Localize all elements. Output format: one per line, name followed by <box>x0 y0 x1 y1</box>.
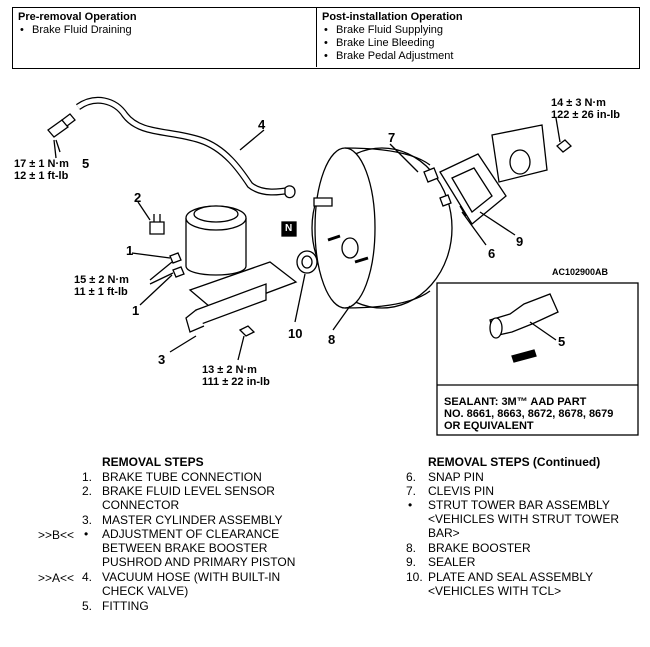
removal-step-number: • <box>408 498 413 512</box>
removal-step-marker: >>B<< <box>38 528 75 542</box>
figure-code: AC102900AB <box>552 267 609 277</box>
post-installation-item: •Brake Fluid Supplying <box>324 24 444 36</box>
removal-step-text: ADJUSTMENT OF CLEARANCE <box>102 527 280 541</box>
callout-9: 9 <box>516 234 524 249</box>
removal-step-text: FITTING <box>102 599 149 613</box>
removal-step-text: PUSHROD AND PRIMARY PISTON <box>102 555 296 569</box>
removal-step-text: CHECK VALVE) <box>102 584 189 598</box>
removal-step-text: SEALER <box>428 555 476 569</box>
callout-8: 8 <box>328 332 336 347</box>
callout-1: 1 <box>132 303 140 318</box>
callout-5: 5 <box>82 156 90 171</box>
removal-step-text: BETWEEN BRAKE BOOSTER <box>102 541 268 555</box>
removal-steps-title: REMOVAL STEPS <box>102 455 204 469</box>
removal-step-text: MASTER CYLINDER ASSEMBLY <box>102 513 283 527</box>
removal-step-marker: >>A<< <box>38 571 75 585</box>
callout-4: 4 <box>258 117 266 132</box>
removal-step-text: STRUT TOWER BAR ASSEMBLY <box>428 498 610 512</box>
table-divider <box>316 7 317 67</box>
callout-2: 2 <box>134 190 142 205</box>
callout-3: 3 <box>158 352 166 367</box>
removal-step-text: BRAKE BOOSTER <box>428 541 531 555</box>
removal-step-text: BRAKE TUBE CONNECTION <box>102 470 262 484</box>
removal-step-text: <VEHICLES WITH STRUT TOWER <box>428 512 620 526</box>
removal-step-number: 4. <box>82 570 93 584</box>
operations-table <box>12 7 640 69</box>
removal-step-text: CLEVIS PIN <box>428 484 495 498</box>
removal-steps-continued-title: REMOVAL STEPS (Continued) <box>428 455 601 469</box>
callout-6: 6 <box>488 246 496 261</box>
removal-step-number: 6. <box>406 470 417 484</box>
n-mark: N <box>285 223 293 234</box>
removal-step-text: BRAKE FLUID LEVEL SENSOR <box>102 484 275 498</box>
removal-step-text: <VEHICLES WITH TCL> <box>428 584 562 598</box>
removal-step-number: 8. <box>406 541 417 555</box>
removal-step-text: SNAP PIN <box>428 470 484 484</box>
removal-step-number: 7. <box>406 484 417 498</box>
post-installation-title: Post-installation Operation <box>322 11 463 23</box>
callout-1: 1 <box>126 243 134 258</box>
removal-step-number: 5. <box>82 599 93 613</box>
removal-step-text: BAR> <box>428 526 460 540</box>
removal-step-number: 1. <box>82 470 93 484</box>
callout-5: 5 <box>558 334 566 349</box>
post-installation-item: •Brake Pedal Adjustment <box>324 50 454 62</box>
removal-step-number: 9. <box>406 555 417 569</box>
pre-removal-title: Pre-removal Operation <box>18 11 137 23</box>
removal-step-text: PLATE AND SEAL ASSEMBLY <box>428 570 594 584</box>
removal-step-number: 2. <box>82 484 93 498</box>
post-installation-item: •Brake Line Bleeding <box>324 37 435 49</box>
removal-step-number: • <box>84 527 89 541</box>
sealant-note: SEALANT: 3M™ AAD PART NO. 8661, 8663, 86… <box>444 396 614 432</box>
removal-step-number: 3. <box>82 513 93 527</box>
callout-7: 7 <box>388 130 396 145</box>
removal-step-number: 10. <box>406 570 423 584</box>
removal-step-text: VACUUM HOSE (WITH BUILT-IN <box>102 570 281 584</box>
pre-removal-item: •Brake Fluid Draining <box>20 24 132 36</box>
callout-10: 10 <box>288 326 303 341</box>
removal-step-text: CONNECTOR <box>102 498 180 512</box>
